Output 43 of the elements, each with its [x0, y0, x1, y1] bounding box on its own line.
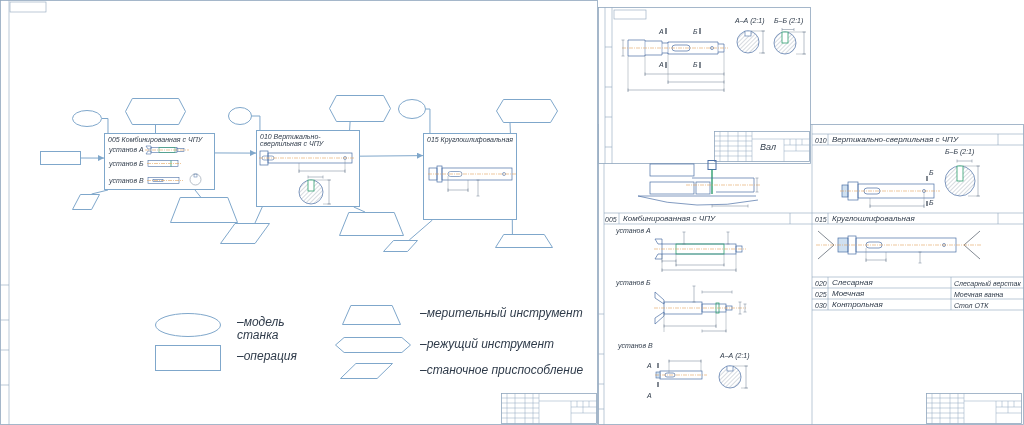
legend-label: –станочное приспособление: [420, 364, 584, 376]
blank-rectangle: [40, 151, 81, 165]
connector-line: [155, 124, 156, 134]
cutting-tool-hexagon: [496, 99, 558, 123]
operation-name: Комбинированная с ЧПУ: [623, 214, 716, 223]
fixture-parallelogram: [220, 223, 270, 244]
legend-label: –модель станка: [237, 316, 286, 342]
connector-line: [254, 206, 263, 224]
cutting-tool-hexagon: [329, 95, 391, 122]
connector-line: [353, 206, 366, 213]
legend-label: –операция: [237, 350, 297, 362]
operation-name: Слесарная: [832, 278, 873, 287]
fixture-parallelogram: [383, 240, 418, 252]
arrow: [359, 152, 424, 159]
operation-box: [256, 130, 360, 207]
operation-box: [104, 133, 215, 190]
measuring-tool-trapezoid: [495, 234, 553, 248]
measuring-tool-trapezoid: [339, 212, 404, 236]
connector-line: [349, 121, 351, 131]
connector-line: [101, 118, 109, 134]
connector-line: [509, 122, 511, 134]
operation-name: Круглошлифовальная: [832, 214, 915, 223]
connector-line: [425, 108, 431, 134]
measuring-tool-trapezoid: [170, 197, 238, 223]
legend-label: –мерительный инструмент: [420, 307, 583, 319]
connector-line: [408, 219, 433, 241]
machine-model-ellipse: [72, 110, 102, 127]
machine-model-ellipse: [228, 107, 252, 125]
operation-box: [423, 133, 517, 220]
connector-line: [194, 189, 202, 198]
connector-line: [91, 189, 109, 195]
arrow: [214, 150, 257, 157]
arrow: [80, 155, 105, 162]
fixture-parallelogram: [72, 194, 100, 210]
operation-name: Моечная: [832, 289, 865, 298]
part-name: Вал: [760, 143, 776, 152]
connector-line: [251, 115, 261, 131]
operation-name: Контрольная: [832, 300, 883, 309]
cutting-tool-hexagon: [125, 98, 186, 125]
connector-line: [511, 219, 513, 235]
operation-name: Вертикально-сверлильная с ЧПУ: [832, 135, 958, 144]
machine-model-ellipse: [398, 99, 426, 119]
legend-label: –режущий инструмент: [420, 338, 555, 350]
